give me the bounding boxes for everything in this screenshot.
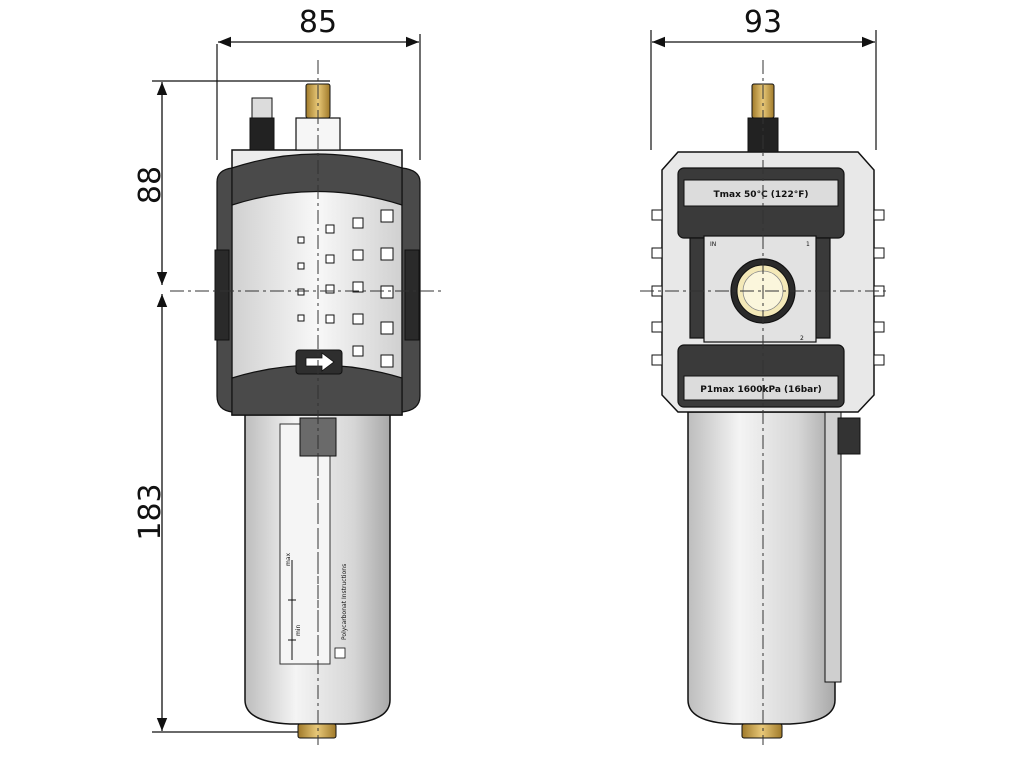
tmax-label: Tmax 50°C (122°F) (714, 190, 809, 200)
bowl-lock (837, 417, 861, 455)
port-badge-2: 2 (800, 335, 804, 342)
bowl-instructions-text: Polycarbonat Instructions (341, 564, 348, 640)
bowl-side (687, 411, 836, 725)
dimension-width-right: 93 (650, 5, 877, 150)
vent-pattern (297, 209, 394, 368)
dimension-label-85: 85 (299, 5, 337, 40)
sight-glass (279, 423, 331, 665)
front-view: max min Polycarbonat Instructions (170, 60, 445, 745)
adjust-screw (251, 97, 273, 119)
port-badge-in: IN (710, 241, 716, 248)
dimension-label-183: 183 (133, 483, 168, 540)
dimension-height-top: 88 (133, 80, 330, 285)
drain-fitting (297, 723, 337, 739)
dimension-width-left: 85 (216, 5, 421, 160)
dimension-label-93: 93 (744, 5, 782, 40)
top-cover (231, 153, 403, 206)
level-scale: max min (285, 552, 302, 660)
dimension-label-88: 88 (133, 166, 168, 204)
bowl-marker (334, 647, 346, 659)
pmax-label: P1max 1600kPa (16bar) (700, 385, 822, 395)
adjust-screw-base (249, 117, 275, 151)
scale-max-label: max (285, 552, 292, 566)
side-view: Tmax 50°C (122°F) IN 1 2 P1max 1600kPa (… (640, 60, 890, 745)
port-badge-1: 1 (806, 241, 810, 248)
drain-fitting-side (741, 723, 783, 739)
arrow-right-icon (295, 349, 343, 375)
dimension-height-bottom: 183 (133, 294, 318, 733)
scale-min-label: min (295, 624, 302, 636)
